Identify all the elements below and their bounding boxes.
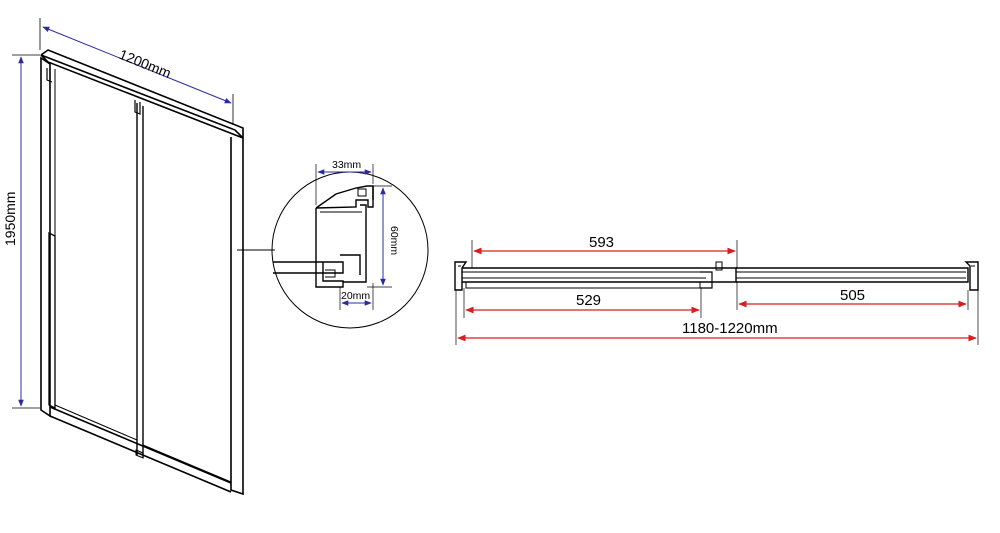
total-range-label: 1180-1220mm bbox=[682, 320, 778, 337]
slide-right-label: 505 bbox=[840, 287, 865, 304]
slide-right-dimension: 505 bbox=[736, 282, 969, 310]
profile-width-label: 33mm bbox=[332, 159, 361, 171]
slide-left-dimension: 529 bbox=[463, 288, 702, 318]
total-range-dimension: 1180-1220mm bbox=[455, 290, 979, 345]
door-height-label: 1950mm bbox=[2, 192, 18, 246]
plan-view bbox=[454, 261, 979, 291]
slide-left-label: 529 bbox=[576, 292, 601, 309]
profile-height-label: 60mm bbox=[388, 226, 400, 255]
door-height-dimension: 1950mm bbox=[2, 54, 40, 409]
door-perspective-view bbox=[40, 49, 244, 496]
profile-detail: 33mm 60mm 20mm bbox=[237, 159, 429, 329]
slide-top-label: 593 bbox=[589, 234, 614, 251]
slide-top-dimension: 593 bbox=[471, 234, 738, 268]
profile-base-label: 20mm bbox=[341, 290, 370, 302]
door-width-label: 1200mm bbox=[117, 46, 173, 81]
